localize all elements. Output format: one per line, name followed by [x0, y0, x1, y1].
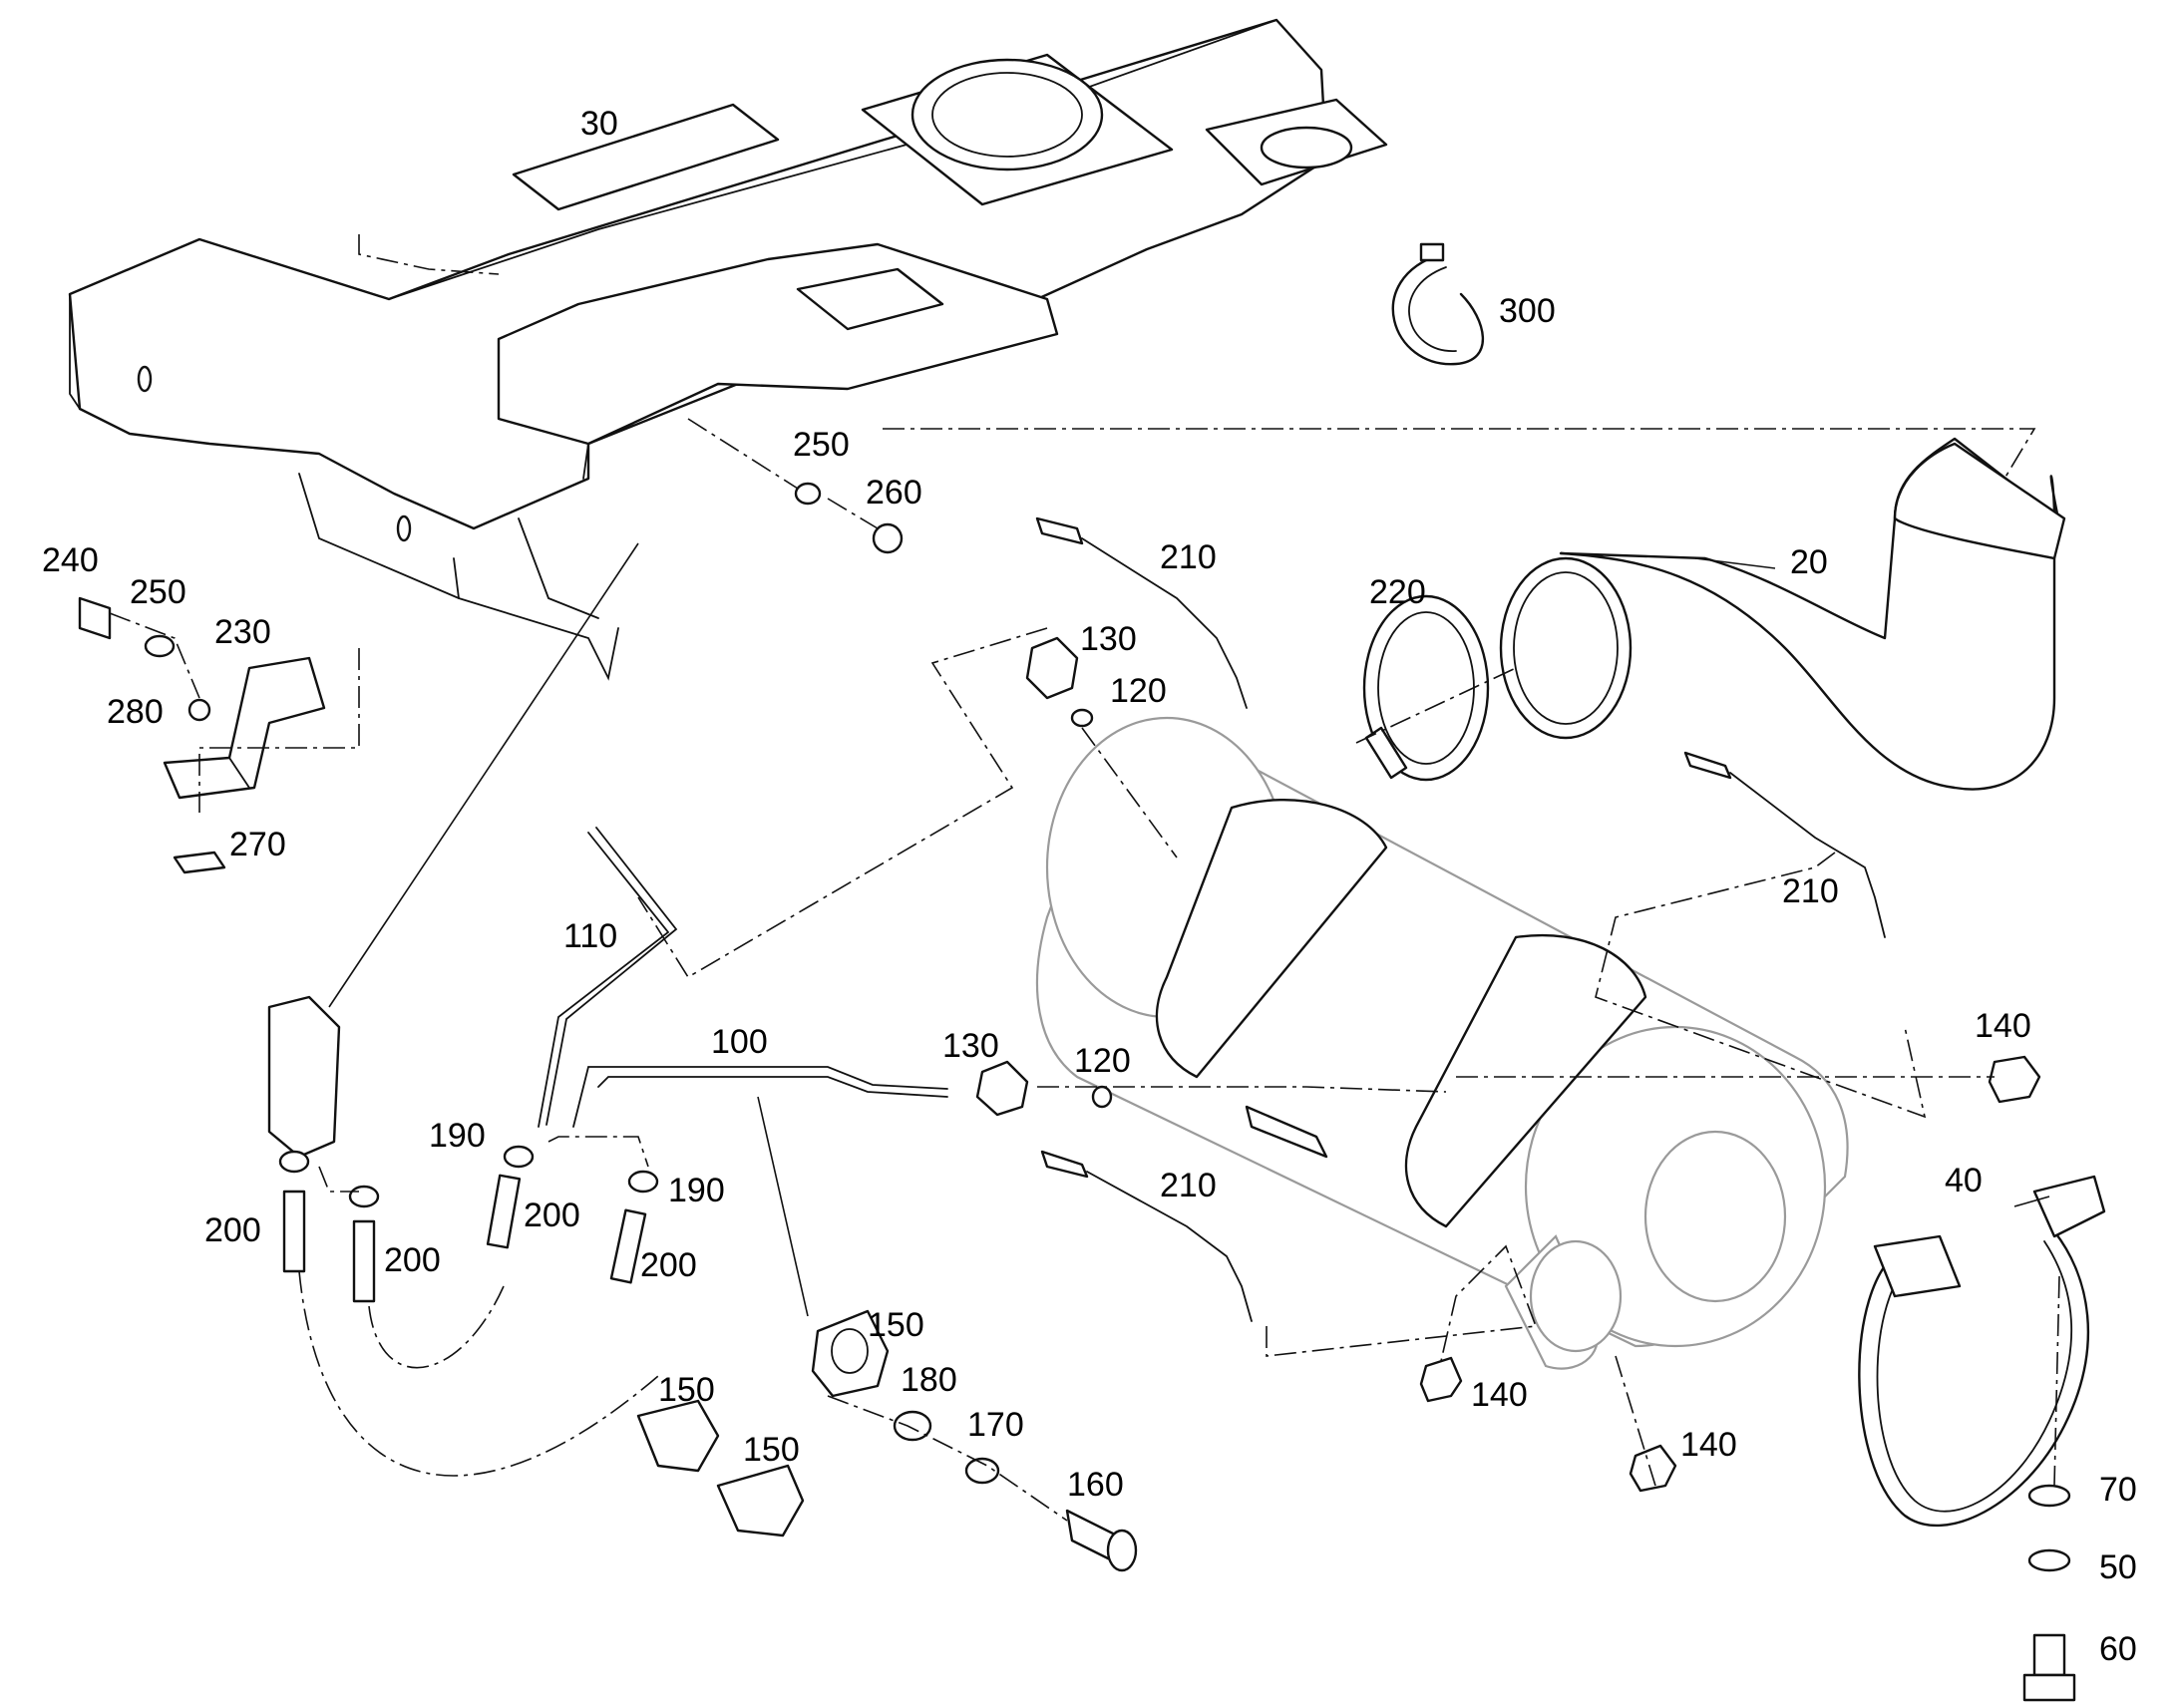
- callout-200-c: 200: [524, 1196, 580, 1234]
- part-140-nuts: [1419, 1055, 2041, 1493]
- callout-120-mid: 120: [1074, 1042, 1131, 1080]
- callout-250-top: 250: [793, 426, 850, 464]
- part-230-bracket: [163, 656, 326, 874]
- callout-150-c: 150: [743, 1431, 800, 1469]
- callout-220: 220: [1369, 573, 1426, 611]
- part-150-clamps: [636, 1309, 890, 1537]
- callout-100: 100: [711, 1023, 768, 1061]
- callout-130-top: 130: [1080, 620, 1137, 658]
- callout-140-right: 140: [1975, 1007, 2031, 1045]
- callout-280: 280: [107, 693, 164, 731]
- leader-lines: [328, 542, 2050, 1317]
- callout-240: 240: [42, 541, 99, 579]
- callout-50: 50: [2099, 1548, 2137, 1586]
- callout-70: 70: [2099, 1471, 2137, 1509]
- callout-260: 260: [866, 474, 922, 512]
- callout-60: 60: [2099, 1630, 2137, 1668]
- part-210-sensors: [1035, 516, 1886, 1322]
- callout-230: 230: [214, 613, 271, 651]
- part-300-hose-clamp: [1391, 242, 1485, 366]
- callout-190-left: 190: [429, 1117, 486, 1155]
- part-40-mounting-strap: [1858, 1175, 2106, 1528]
- callout-160: 160: [1067, 1466, 1124, 1504]
- assembly-centerlines: [109, 234, 2060, 1522]
- callout-labels: 20 30 40 50 60 70 100 110 120 120 130 13…: [42, 105, 2137, 1668]
- callout-210-bottom: 210: [1160, 1167, 1217, 1204]
- callout-170: 170: [967, 1406, 1024, 1444]
- callout-210-top: 210: [1160, 538, 1217, 576]
- callout-200-b: 200: [384, 1241, 441, 1279]
- callout-150-b: 150: [658, 1371, 715, 1409]
- part-20-exhaust-pipe: [1499, 437, 2066, 791]
- callout-140-lower: 140: [1680, 1426, 1737, 1464]
- part-110-100-pipes: [538, 827, 948, 1128]
- callout-140-bottom: 140: [1471, 1376, 1528, 1414]
- callout-190-right: 190: [668, 1172, 725, 1209]
- callout-40: 40: [1945, 1162, 1983, 1199]
- part-220-vband-clamp: [1362, 594, 1490, 782]
- callout-250-left: 250: [130, 573, 186, 611]
- callout-20: 20: [1790, 543, 1828, 581]
- callout-130-mid: 130: [942, 1027, 999, 1065]
- part-130-120-nuts: [975, 636, 1113, 1117]
- callout-200-a: 200: [204, 1211, 261, 1249]
- muffler-bands: [1155, 798, 1647, 1228]
- part-30-mounting-frame: [68, 18, 1388, 681]
- callout-180: 180: [901, 1361, 957, 1399]
- callout-300: 300: [1499, 292, 1556, 330]
- callout-150-a: 150: [868, 1306, 924, 1344]
- callout-270: 270: [229, 826, 286, 863]
- callout-30: 30: [580, 105, 618, 143]
- callout-210-right: 210: [1782, 872, 1839, 910]
- muffler-body: [1035, 716, 1849, 1370]
- callout-120-top: 120: [1110, 672, 1167, 710]
- callout-200-d: 200: [640, 1246, 697, 1284]
- small-fasteners: [78, 482, 2076, 1702]
- callout-110: 110: [563, 917, 617, 955]
- part-190-200-connectors: [267, 995, 659, 1303]
